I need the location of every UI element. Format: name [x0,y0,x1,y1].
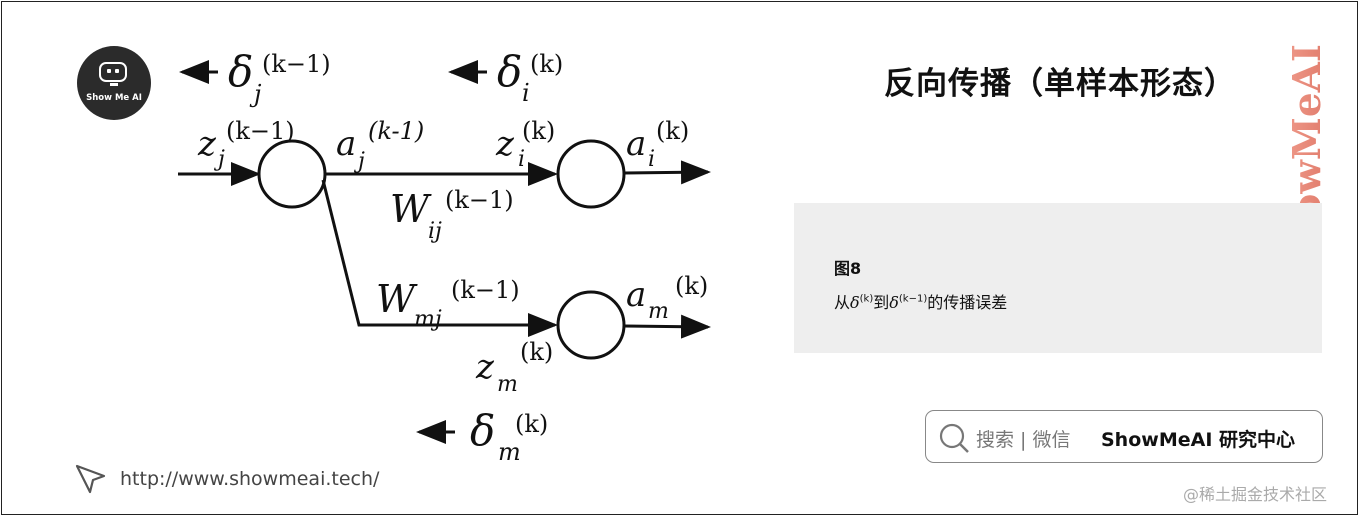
a-m-sub: m [648,299,669,324]
search-placeholder: 搜索 | 微信 [976,429,1071,451]
caption-suffix: 的传播误差 [927,293,1008,312]
delta-j-sup: (k−1) [262,50,331,78]
neuron-j [257,139,327,209]
a-j-sup: (k-1) [368,117,424,145]
a-i-sup: (k) [656,117,689,145]
neuron-i [556,139,626,209]
delta-i-label: δ [497,47,522,96]
w-mj-sub: mj [414,307,442,332]
z-j-label: z [197,124,217,164]
slide-title: 反向传播（单样本形态） [884,66,1236,102]
caption-prefix: 从 [834,293,851,312]
w-ij-sub: ij [428,219,442,244]
z-j-sup: (k−1) [226,117,295,145]
edge-j-to-m [321,179,558,337]
caption-middle: 到 [873,293,890,312]
w-ij-label: W [390,187,432,231]
delta-m-label: δ [470,406,495,455]
w-ij-sup: (k−1) [445,186,514,214]
robot-face-icon [99,62,127,82]
z-i-label: z [495,124,515,164]
z-m-sup: (k) [520,338,553,366]
output-edge-a-i [623,160,711,185]
wechat-search-box[interactable]: 搜索 | 微信 ShowMeAI 研究中心 [925,410,1323,463]
z-m-sub: m [497,372,518,397]
cursor-icon [75,464,106,494]
z-i-sub: i [518,147,525,172]
showmeai-logo: Show Me AI [77,46,151,120]
figure-label: 图8 [834,259,862,278]
caption-delta-2: δ [889,293,899,312]
a-j-label: a [336,124,356,164]
neuron-m [556,290,626,360]
figure-caption: 从δ(k)到δ(k−1)的传播误差 [834,289,1007,313]
search-icon [939,423,969,453]
caption-sup-2: (k−1) [898,293,928,305]
search-brand: ShowMeAI 研究中心 [1101,429,1295,451]
website-url[interactable]: http://www.showmeai.tech/ [120,468,380,490]
a-i-label: a [626,124,646,164]
a-m-sup: (k) [675,272,708,300]
z-i-sup: (k) [522,117,555,145]
delta-m-sup: (k) [515,410,548,438]
caption-delta-1: δ [850,293,860,312]
output-edge-a-m [623,314,711,339]
delta-m-sub: m [498,438,521,466]
w-mj-sup: (k−1) [451,276,520,304]
w-mj-label: W [376,277,418,321]
a-i-sub: i [648,147,655,172]
delta-j-label: δ [228,47,253,96]
backprop-diagram: δ j (k−1) δ i (k) δ m (k) z j (k−1) a j … [178,47,711,466]
figure-caption-box: 图8 从δ(k)到δ(k−1)的传播误差 [794,203,1322,353]
logo-text: Show Me AI [86,93,142,103]
caption-sup-1: (k) [859,293,874,305]
delta-i-sub: i [522,79,530,107]
z-m-label: z [475,347,495,387]
delta-i-sup: (k) [530,50,563,78]
source-credit: @稀土掘金技术社区 [1183,485,1328,504]
a-m-label: a [626,275,646,315]
